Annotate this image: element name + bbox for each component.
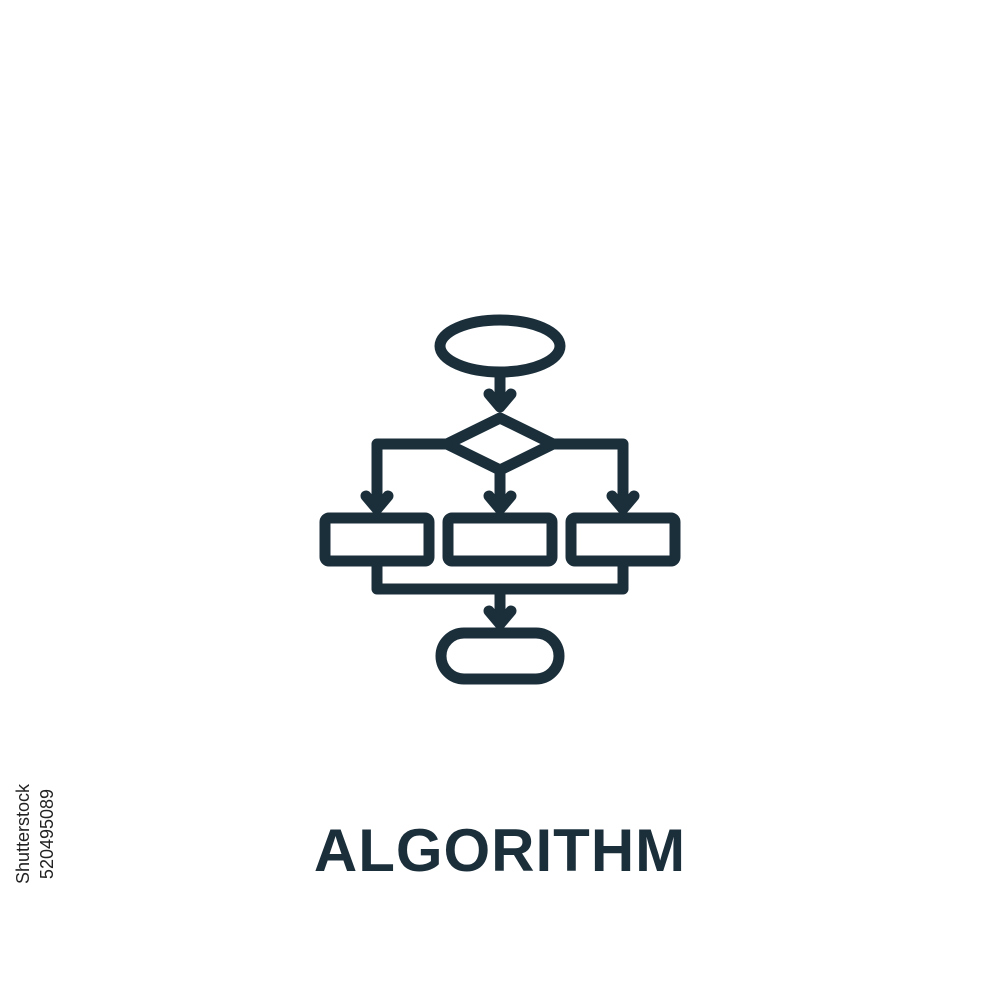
connector-right-branch: [547, 438, 629, 513]
connector-left-branch: [371, 438, 453, 513]
stock-image-id: Shutterstock 520495089: [13, 783, 57, 885]
icon-title: ALGORITHM: [313, 817, 687, 884]
process-box-right: [565, 512, 681, 567]
process-box-left: [319, 512, 435, 567]
arrowhead-right: [606, 490, 640, 515]
arrowhead-center: [483, 490, 517, 515]
arrowhead-end: [483, 605, 517, 630]
arrowhead-decision: [483, 388, 517, 413]
process-box-center: [442, 512, 558, 567]
start-oval: [434, 314, 566, 378]
end-capsule: [435, 627, 565, 685]
arrowhead-left: [360, 490, 394, 515]
decision-diamond: [441, 412, 559, 476]
